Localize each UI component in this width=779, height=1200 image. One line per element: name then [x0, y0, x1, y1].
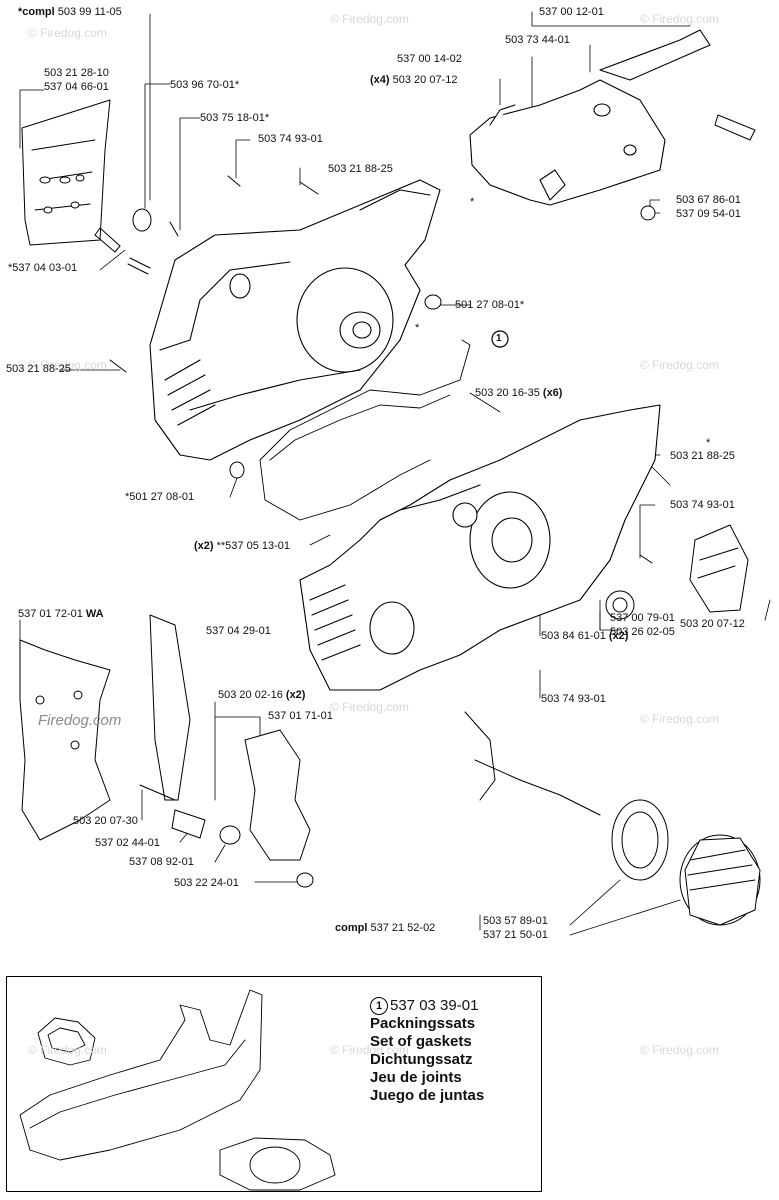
watermark: © Firedog.com [28, 26, 107, 40]
part-label: compl 537 21 52-02 [335, 922, 436, 934]
fuel-hose-parts [464, 711, 761, 926]
callout-number: 1 [496, 333, 502, 344]
part-label: *537 04 03-01 [8, 262, 78, 274]
throttle-rod [640, 114, 756, 221]
small-fasteners-left [94, 175, 442, 479]
part-label: 503 96 70-01* [170, 79, 240, 91]
part-label: 537 01 71-01 [268, 710, 333, 722]
kit-name-es: Juego de juntas [370, 1087, 485, 1105]
guard-strip [149, 614, 191, 801]
kit-name-sv: Packningssats [370, 1015, 476, 1033]
part-label: 503 20 02-16 (x2) [218, 689, 306, 701]
part-label: *compl 503 99 11-05 [18, 6, 122, 18]
part-label: 503 84 61-01 (x2) [541, 630, 629, 642]
part-label: 503 74 93-01 [541, 693, 606, 705]
clutch-cover-plate [21, 99, 111, 246]
part-label: 503 74 93-01 [258, 133, 323, 145]
crankcase-gasket [259, 339, 471, 521]
callout-marker-top [491, 330, 509, 348]
part-label: 537 00 12-01 [539, 6, 604, 18]
part-label: 503 57 89-01 [483, 915, 548, 927]
watermark: © Firedog.com [640, 358, 719, 372]
part-label: 503 21 88-25 [670, 450, 735, 462]
kit-name-de: Dichtungssatz [370, 1051, 473, 1069]
crankcase-left-half [149, 179, 441, 461]
chain-guard-plate [19, 639, 111, 841]
leader-lines [19, 11, 771, 936]
handle-bracket [469, 29, 711, 206]
watermark: © Firedog.com [640, 1043, 719, 1057]
part-label: 537 09 54-01 [676, 208, 741, 220]
part-label: (x4) 503 20 07-12 [370, 74, 458, 86]
footnote-star: * [415, 322, 420, 334]
kit-name-fr: Jeu de joints [370, 1069, 462, 1087]
footnote-star: * [706, 437, 711, 449]
part-label: 537 00 79-01 [610, 612, 675, 624]
watermark: © Firedog.com [640, 712, 719, 726]
part-label: 503 20 07-30 [73, 815, 138, 827]
watermark: © Firedog.com [330, 700, 409, 714]
watermark: © Firedog.com [28, 1043, 107, 1057]
part-label: 503 73 44-01 [505, 34, 570, 46]
part-label: 503 74 93-01 [670, 499, 735, 511]
mount-bracket [139, 729, 314, 888]
part-label: 501 27 08-01* [455, 299, 525, 311]
watermark: © Firedog.com [640, 12, 719, 26]
part-label: 503 20 16-35 (x6) [475, 387, 563, 399]
watermark: © Firedog.com [28, 358, 107, 372]
watermark-strong: Firedog.com [38, 712, 122, 729]
footnote-star: * [470, 196, 475, 208]
part-label: 503 26 02-05 [610, 626, 675, 638]
starter-pawl-cover [605, 524, 749, 620]
part-label: 537 04 66-01 [44, 81, 109, 93]
kit-part-number: 537 03 39-01 [390, 997, 479, 1014]
part-label: 537 04 29-01 [206, 625, 271, 637]
callout-number: 1 [370, 997, 388, 1016]
kit-name-en: Set of gaskets [370, 1033, 472, 1051]
watermark: © Firedog.com [330, 1043, 409, 1057]
gasket-kit-illustration [19, 989, 336, 1191]
part-label: 537 08 92-01 [129, 856, 194, 868]
part-label: 537 21 50-01 [483, 929, 548, 941]
part-label: 503 21 88-25 [328, 163, 393, 175]
crankcase-right-half [299, 404, 661, 691]
part-label: 503 20 07-12 [680, 618, 745, 630]
watermark: © Firedog.com [330, 12, 409, 26]
part-label: 503 21 88-25 [6, 363, 71, 375]
part-label: 503 22 24-01 [174, 877, 239, 889]
part-label: *501 27 08-01 [125, 491, 195, 503]
part-label: 537 01 72-01 WA [18, 608, 104, 620]
part-label: 537 02 44-01 [95, 837, 160, 849]
part-label: 503 75 18-01* [200, 112, 270, 124]
gasket-kit-legend-box [6, 976, 542, 1192]
part-label: 537 00 14-02 [397, 53, 462, 65]
part-label: (x2) **537 05 13-01 [194, 540, 291, 552]
part-label: 503 21 28-10 [44, 67, 109, 79]
part-label: 503 67 86-01 [676, 194, 741, 206]
